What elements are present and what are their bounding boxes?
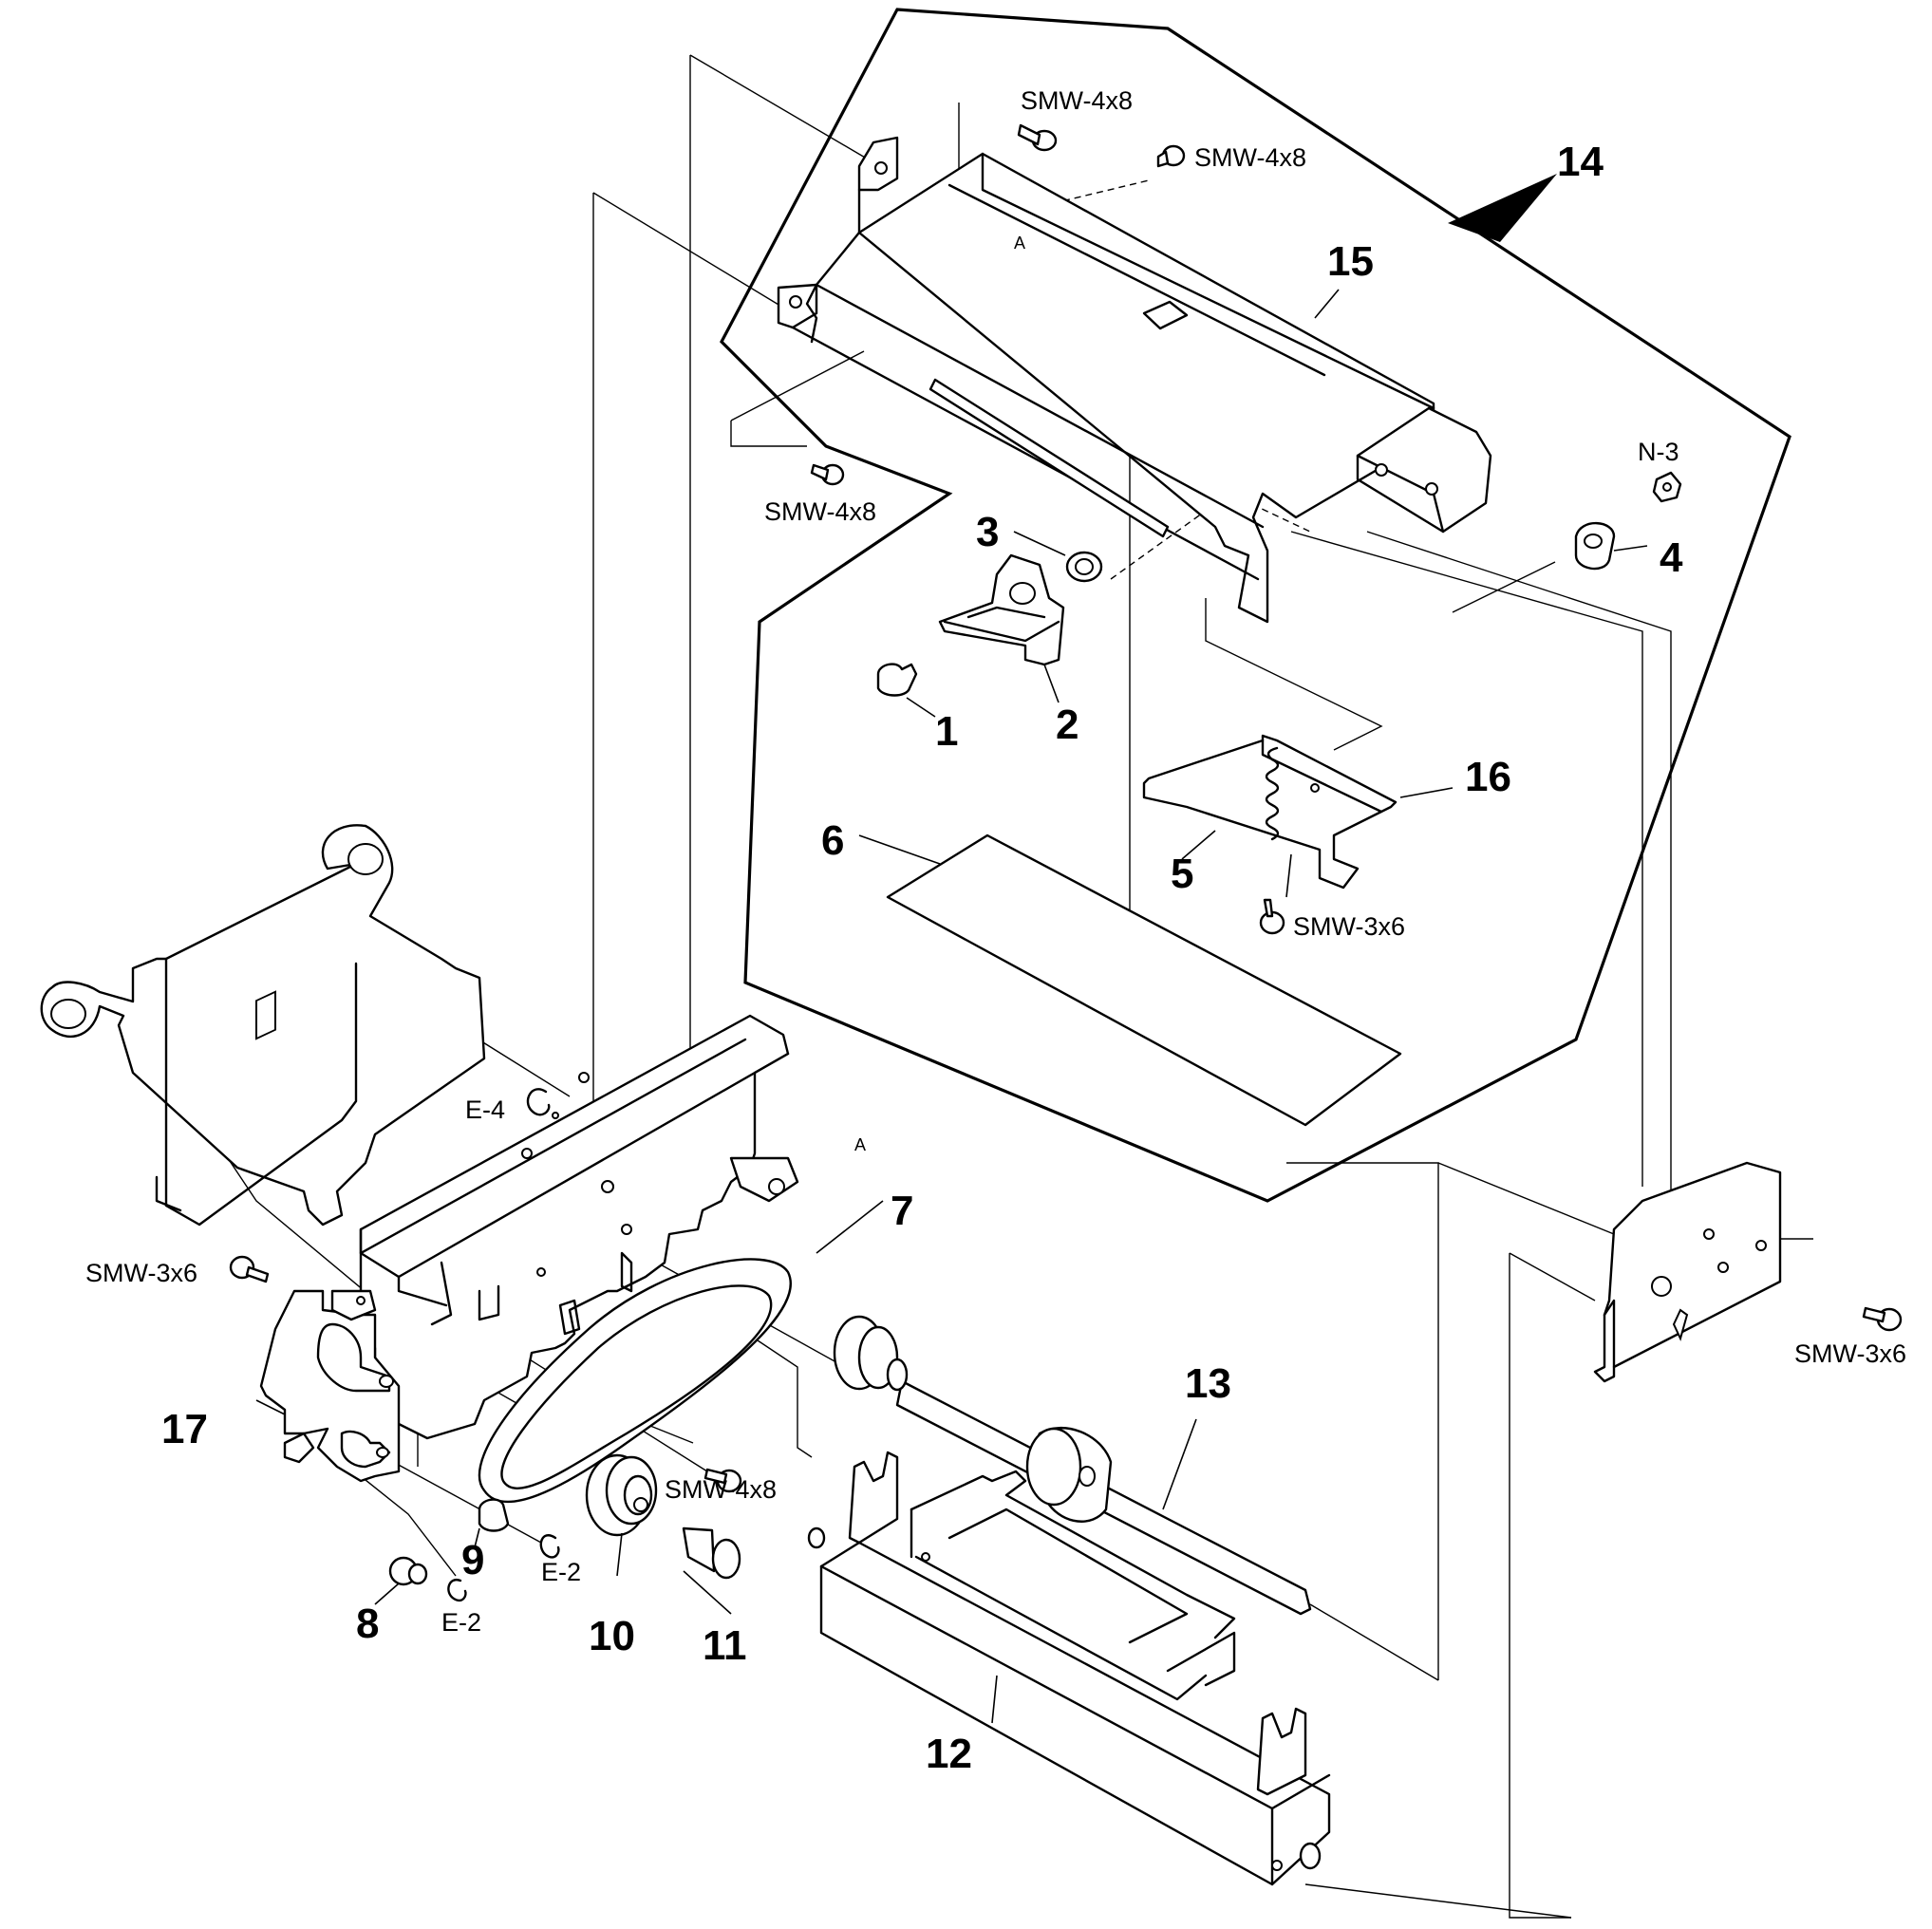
e-ring-e2-a bbox=[539, 1534, 560, 1559]
label-n3: N-3 bbox=[1638, 438, 1679, 466]
callout-9: 9 bbox=[461, 1537, 484, 1583]
part-5-spring bbox=[1265, 746, 1280, 841]
callout-12: 12 bbox=[926, 1731, 972, 1777]
screw-smw48-mid bbox=[703, 1468, 742, 1493]
part-9-sleeve bbox=[478, 1498, 510, 1532]
callout-17: 17 bbox=[161, 1406, 208, 1452]
subassembly-14-pointer bbox=[1448, 174, 1557, 242]
left-side-frame bbox=[40, 824, 486, 1227]
e-ring-e4 bbox=[526, 1088, 551, 1116]
e-ring-e2-b bbox=[447, 1578, 467, 1602]
part-13-shaft bbox=[833, 1315, 1312, 1616]
callout-leaders bbox=[255, 289, 1648, 1724]
callout-15: 15 bbox=[1327, 238, 1374, 285]
part-12-carriage bbox=[807, 1451, 1331, 1886]
screw-smw36-left bbox=[229, 1255, 270, 1283]
label-ref-a-top: A bbox=[1014, 234, 1025, 253]
subassembly-14-boundary bbox=[720, 8, 1791, 1203]
label-smw48-top2: SMW-4x8 bbox=[1194, 143, 1306, 172]
callout-11: 11 bbox=[703, 1622, 747, 1669]
part-17-bracket bbox=[259, 1289, 401, 1483]
label-smw48-left: SMW-4x8 bbox=[764, 497, 876, 526]
part-7-belt bbox=[478, 1258, 792, 1504]
callout-6: 6 bbox=[821, 817, 844, 864]
part-10-pulley bbox=[585, 1453, 658, 1537]
part-2-bracket bbox=[938, 553, 1065, 666]
label-e2-a: E-2 bbox=[541, 1558, 581, 1586]
screw-smw36-right bbox=[1862, 1306, 1903, 1332]
callout-4: 4 bbox=[1660, 534, 1683, 581]
part-11-pin bbox=[682, 1526, 741, 1580]
callout-8: 8 bbox=[356, 1601, 379, 1647]
center-chassis-plate bbox=[359, 1014, 799, 1440]
part-4-bushing bbox=[1574, 521, 1616, 571]
callout-10: 10 bbox=[589, 1613, 635, 1659]
part-1-pin bbox=[876, 663, 918, 697]
part-6-label bbox=[886, 833, 1402, 1127]
callout-7: 7 bbox=[891, 1188, 913, 1234]
label-e2-b: E-2 bbox=[441, 1608, 481, 1637]
callout-1: 1 bbox=[935, 708, 958, 755]
screw-smw48-left bbox=[810, 463, 845, 486]
label-smw48-mid: SMW-4x8 bbox=[665, 1475, 777, 1504]
callout-16: 16 bbox=[1465, 754, 1511, 800]
label-smw36-sub: SMW-3x6 bbox=[1293, 912, 1405, 941]
part-8-bush bbox=[388, 1556, 428, 1586]
label-smw48-top: SMW-4x8 bbox=[1021, 86, 1133, 115]
screw-smw48-top bbox=[1017, 123, 1058, 152]
label-smw36-right: SMW-3x6 bbox=[1794, 1339, 1906, 1368]
part-16-plate bbox=[1142, 734, 1397, 890]
screw-smw48-top2 bbox=[1156, 144, 1186, 168]
part-15-top-cover bbox=[777, 136, 1492, 624]
callout-3: 3 bbox=[976, 509, 999, 555]
label-smw36-left: SMW-3x6 bbox=[85, 1259, 197, 1287]
callout-13: 13 bbox=[1185, 1360, 1231, 1407]
callout-2: 2 bbox=[1056, 702, 1079, 748]
callout-numbers: 1 2 3 4 5 6 7 8 9 10 11 12 13 14 15 16 1… bbox=[161, 139, 1683, 1777]
callout-5: 5 bbox=[1171, 851, 1193, 897]
label-ref-a-bottom: A bbox=[854, 1135, 866, 1154]
callout-14: 14 bbox=[1557, 139, 1604, 185]
part-3-washer bbox=[1065, 551, 1103, 583]
nut-n3 bbox=[1652, 471, 1682, 503]
screw-smw36-sub bbox=[1259, 898, 1285, 935]
fastener-labels: SMW-4x8 SMW-4x8 SMW-4x8 SMW-3x6 SMW-3x6 … bbox=[85, 86, 1906, 1637]
right-side-plate bbox=[1593, 1161, 1782, 1383]
label-e4: E-4 bbox=[465, 1096, 505, 1124]
